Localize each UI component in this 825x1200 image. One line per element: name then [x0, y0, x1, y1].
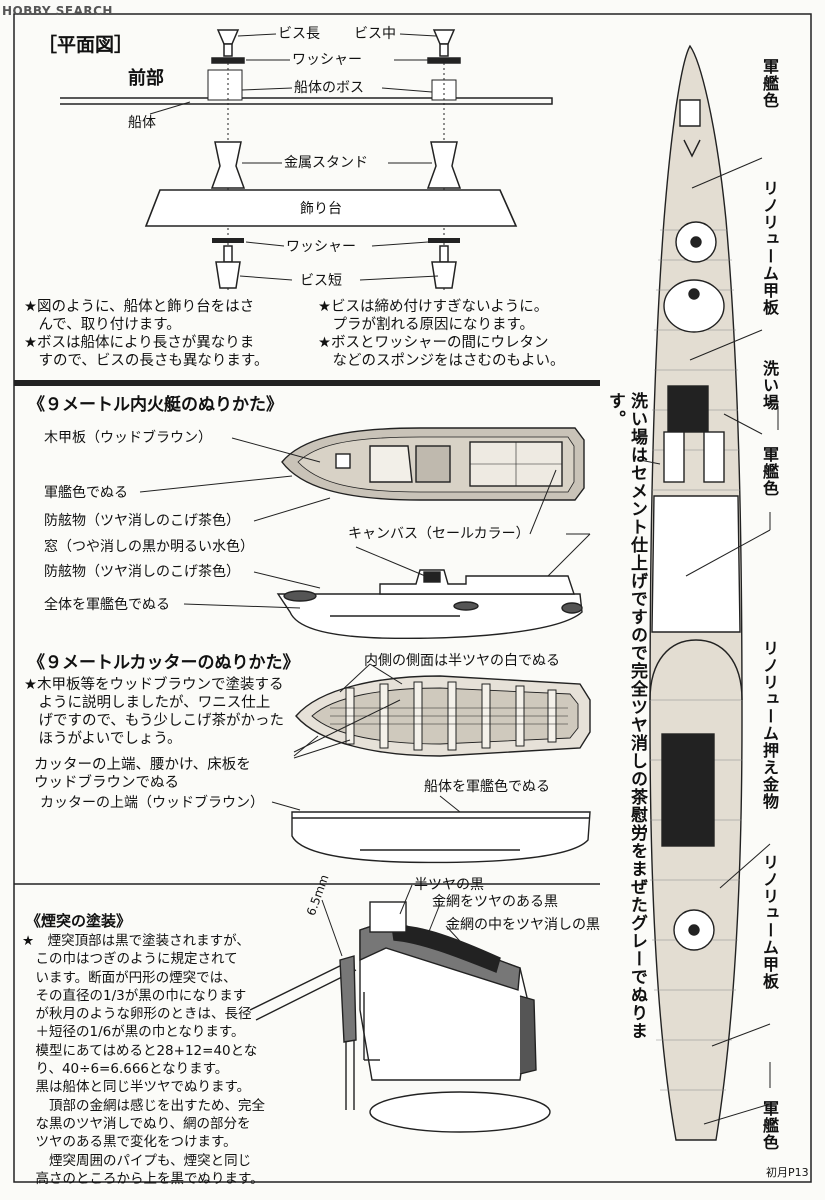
plan-hull-label: 船体 [128, 115, 156, 131]
plan-note-left: ★図のように、船体と飾り台をはさ んで、取り付けます。 ★ボスは船体により長さが… [24, 299, 269, 369]
plan-hull-boss-label: 船体のボス [294, 80, 364, 96]
launch-canvas-label: キャンバス（セールカラー） [348, 526, 530, 542]
plan-title: ［平面図］ [38, 34, 134, 56]
funnel-drawing [249, 901, 551, 1133]
ship-label-linoleum-deck-2: リノリューム甲板 [760, 854, 779, 990]
cutter-inner-label: 内側の側面は半ツヤの白でぬる [364, 653, 560, 669]
cutter-top-view [295, 675, 591, 757]
funnel-semi-black-label: 半ツヤの黒 [414, 877, 484, 893]
plan-front-label: 前部 [128, 68, 164, 89]
page-number: 初月P13 [766, 1166, 809, 1179]
funnel-mesh-inner-label: 金網の中をツヤ消しの黒 [446, 917, 600, 933]
launch-whole-label: 全体を軍艦色でぬる [44, 597, 170, 613]
funnel-note: ★ 煙突頂部は黒で塗装されますが、 この巾はつぎのように規定されて います。断面… [22, 933, 265, 1187]
ship-label-warship-color-1: 軍艦色 [760, 58, 779, 109]
wash-area-vertical-note: 洗い場はセメント仕上げですので完全ツヤ消しの茶慰労をまぜたグレーでぬります。 [605, 392, 647, 1040]
wash-area [667, 385, 709, 433]
launch-deck-label: 木甲板（ウッドブラウン） [44, 430, 212, 446]
cutter-side-view [291, 811, 591, 864]
funnel-title: 《煙突の塗装》 [26, 912, 132, 930]
cutter-top-edge-label: カッターの上端（ウッドブラウン） [40, 795, 264, 811]
cutter-parts-label: カッターの上端、腰かけ、床板を ウッドブラウンでぬる [34, 757, 251, 791]
plan-screw-short-label: ビス短 [300, 273, 342, 289]
cutter-hull-color-label: 船体を軍艦色でぬる [424, 779, 550, 795]
ship-plan-view [649, 44, 743, 1141]
plan-note-right: ★ビスは締め付けすぎないように。 プラが割れる原因になります。 ★ボスとワッシャ… [318, 299, 565, 369]
deck-dark-block [661, 733, 715, 847]
plan-metal-stand-label: 金属スタンド [284, 155, 368, 171]
ship-label-warship-color-3: 軍艦色 [760, 1100, 779, 1151]
cutter-title: 《９メートルカッターのぬりかた》 [28, 653, 300, 673]
launch-side-view [276, 569, 583, 639]
plan-screw-long-label: ビス長 [278, 26, 320, 42]
ship-label-warship-color-2: 軍艦色 [760, 446, 779, 497]
launch-window-label: 窓（つや消しの黒か明るい水色） [44, 539, 254, 555]
cutter-note: ★木甲板等をウッドブラウンで塗装する ように説明しましたが、ワニス仕上 げですの… [24, 677, 284, 747]
funnel-mesh-gloss-label: 金網をツヤのある黒 [432, 894, 558, 910]
launch-top-view [281, 427, 585, 501]
plan-washer-top-label: ワッシャー [292, 52, 362, 68]
ship-label-linoleum-deck-1: リノリューム甲板 [760, 180, 779, 316]
launch-fender1-label: 防舷物（ツヤ消しのこげ茶色） [44, 513, 240, 529]
watermark-logo: HOBBY SEARCH [2, 4, 113, 18]
plan-pedestal-label: 飾り台 [300, 201, 342, 217]
ship-label-wash-area: 洗い場 [760, 360, 779, 411]
launch-warship-label: 軍艦色でぬる [44, 485, 128, 501]
screw-top-right [427, 29, 461, 64]
divider-top [14, 380, 600, 386]
plan-screw-mid-label: ビス中 [354, 26, 396, 42]
launch-title: 《９メートル内火艇のぬりかた》 [28, 395, 283, 415]
ship-label-linoleum-fitting: リノリューム押え金物 [760, 640, 779, 810]
launch-fender2-label: 防舷物（ツヤ消しのこげ茶色） [44, 564, 240, 580]
plan-washer-bottom-label: ワッシャー [286, 239, 356, 255]
screw-top-left [211, 29, 245, 64]
